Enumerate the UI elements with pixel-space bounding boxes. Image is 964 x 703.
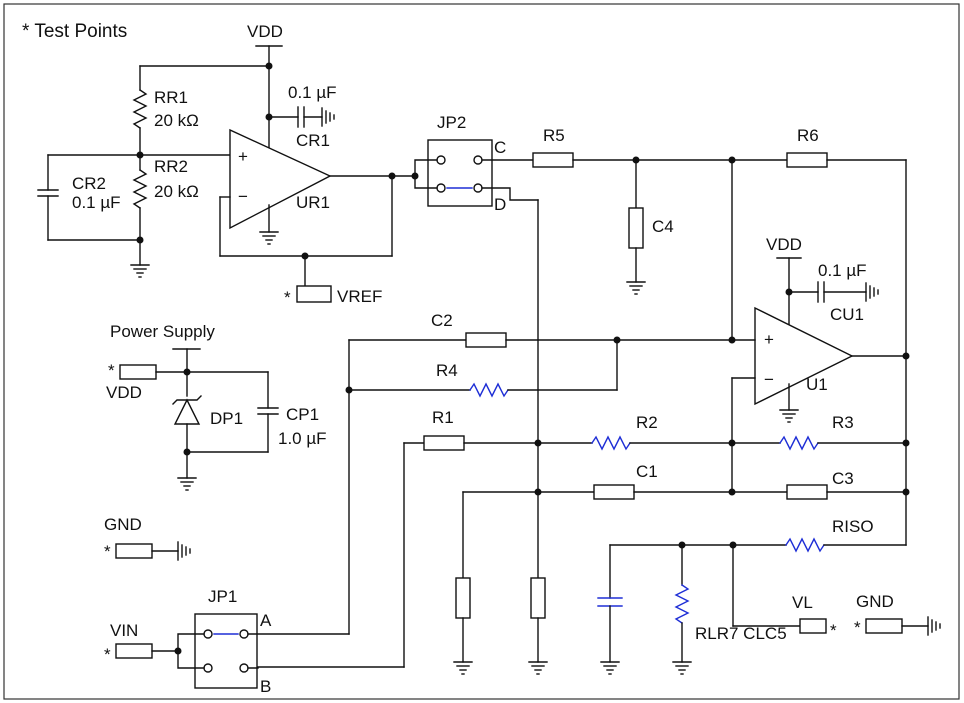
c1-capacitor [593,484,635,500]
ur1-plus: + [238,147,248,166]
c3-label: C3 [832,469,854,488]
vdd-top-label: VDD [247,22,283,41]
rr2-value: 20 kΩ [154,182,199,201]
r1-resistor [423,435,465,451]
jp2-d: D [494,195,506,214]
c4-capacitor [628,207,644,249]
dp1-label: DP1 [210,409,243,428]
gnd-left-testpoint[interactable] [115,543,153,559]
jp2-label: JP2 [437,113,466,132]
r5-resistor [532,152,574,168]
cr1-label: CR1 [296,131,330,150]
rr1-resistor [132,89,148,129]
rr2-label: RR2 [154,157,188,176]
cp1-label: CP1 [286,405,319,424]
reference-section: VDD 0.1 µF CR1 RR1 20 kΩ RR2 20 kΩ [37,22,416,307]
vl-label: VL [792,593,813,612]
gnd-left-testpoint-group: GND * [104,515,191,561]
c4-label: C4 [652,217,674,236]
r3-resistor [779,435,819,451]
cr2-value: 0.1 µF [72,193,121,212]
vin-testpoint[interactable] [115,643,153,659]
test-points-legend: * Test Points [22,21,127,42]
cr1-value: 0.1 µF [288,83,337,102]
cp1-value: 1.0 µF [278,429,327,448]
u1-section: VDD 0.1 µF CU1 + − U1 [728,235,910,496]
jp1-jumper[interactable]: JP1 A B [177,587,405,696]
c2-r4-network: C2 R4 [345,311,733,635]
gnd-right-label: GND [856,592,894,611]
power-supply-section: Power Supply * VDD DP1 CP1 1.0 µF [106,322,327,491]
rl-cl-label: RLR7 CLC5 [695,624,787,643]
r2-label: R2 [636,413,658,432]
gnd-left-label: GND [104,515,142,534]
rr2-resistor [132,169,148,209]
cr2-label: CR2 [72,174,106,193]
r3-label: R3 [832,413,854,432]
u1-label: U1 [806,375,828,394]
c1-label: C1 [636,462,658,481]
c2-capacitor [465,332,507,348]
rr1-value: 20 kΩ [154,111,199,130]
vref-testpoint[interactable] [296,285,332,303]
jp2-jumper[interactable]: JP2 C D [411,113,539,214]
r2-resistor [591,435,631,451]
ur1-label: UR1 [296,193,330,212]
jp1-b: B [260,677,271,696]
power-supply-label: Power Supply [110,322,215,341]
c2-label: C2 [431,311,453,330]
output-load: RISO RLR7 CLC5 VL * GND * [597,517,941,675]
r6-label: R6 [797,126,819,145]
gnd-right-star: * [854,618,861,637]
r4-label: R4 [436,361,458,380]
vdd-ps-label: VDD [106,383,142,402]
r1-label: R1 [432,408,454,427]
vdd-u1-label: VDD [766,235,802,254]
cu1-label: CU1 [830,305,864,324]
vl-star: * [830,621,837,640]
vref-label: VREF [337,287,382,306]
gnd-left-star: * [104,542,111,561]
ur1-opamp [229,128,332,230]
main-signal-path: R5 R6 C4 [528,126,907,675]
jp1-a: A [260,611,272,630]
ur1-minus: − [238,187,248,206]
u1-plus: + [764,330,774,349]
riso-resistor [785,537,825,553]
vin-testpoint-group: VIN * [104,621,182,664]
jp1-label: JP1 [208,587,237,606]
r4-resistor [469,382,509,398]
jp2-c: C [494,138,506,157]
r5-label: R5 [543,126,565,145]
vin-label: VIN [110,621,138,640]
vl-testpoint[interactable] [799,618,827,634]
u1-minus: − [764,370,774,389]
vin-star: * [104,645,111,664]
c3-capacitor [786,484,828,500]
vdd-ps-testpoint[interactable] [119,364,157,380]
r6-resistor [786,152,828,168]
vdd-ps-star: * [108,361,115,380]
cu1-value: 0.1 µF [818,261,867,280]
vref-star: * [284,288,291,307]
u1-opamp [754,306,854,406]
riso-label: RISO [832,517,874,536]
frame-border [3,3,960,700]
gnd-right-testpoint[interactable] [865,618,903,634]
gain-network: R1 R2 R3 C1 C3 [403,408,910,675]
rr1-label: RR1 [154,88,188,107]
